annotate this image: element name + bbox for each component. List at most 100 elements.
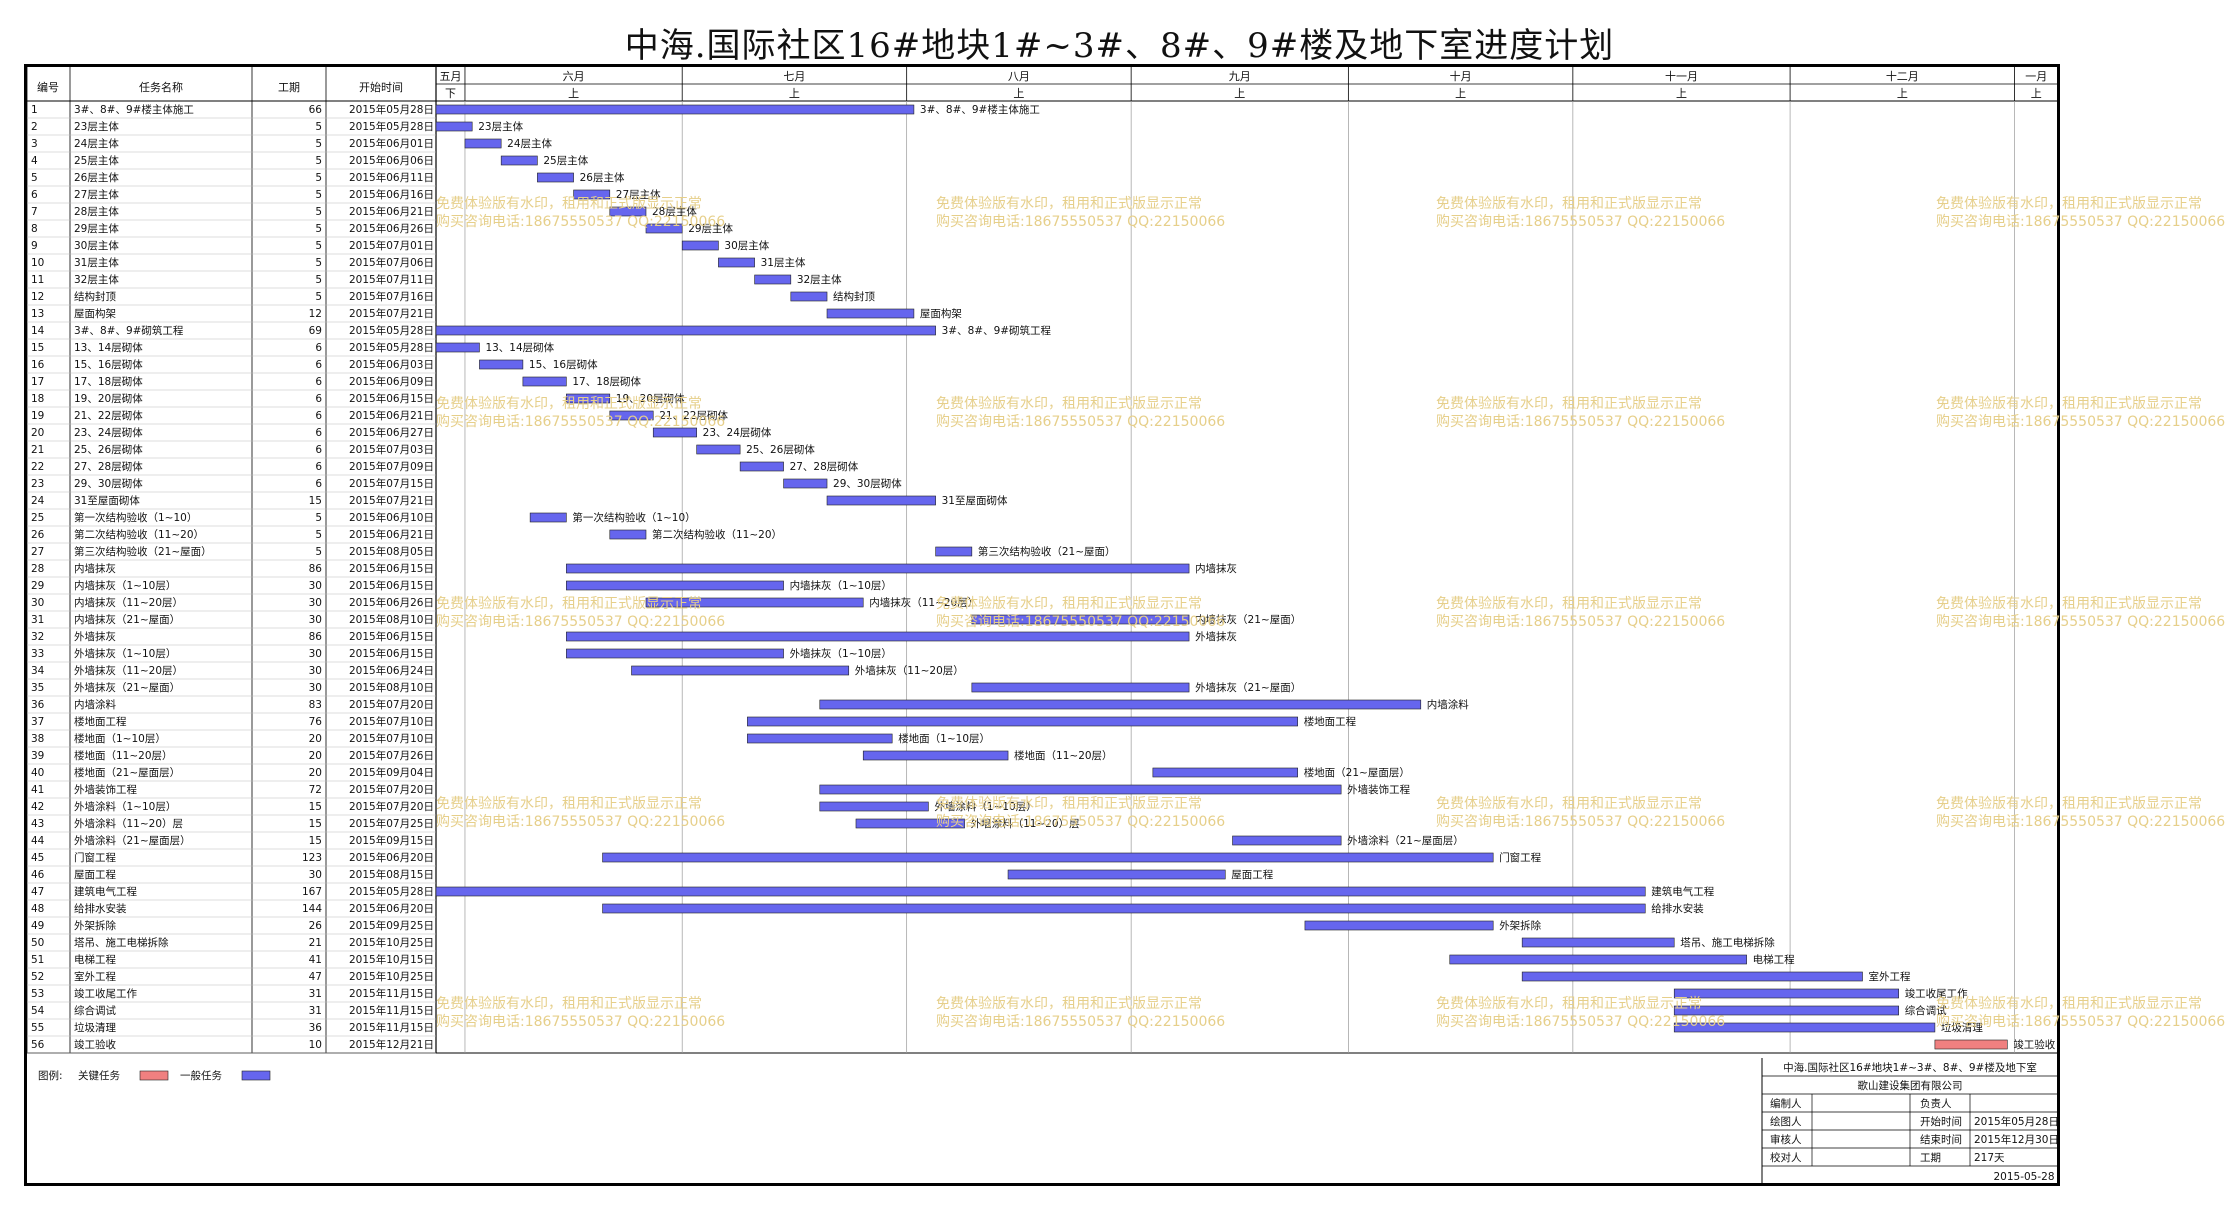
task-bar bbox=[529, 512, 567, 523]
task-bar-label: 26层主体 bbox=[580, 172, 625, 184]
task-duration: 12 bbox=[309, 308, 322, 320]
task-name: 外墙抹灰（11~20层） bbox=[74, 664, 183, 677]
task-duration: 5 bbox=[315, 512, 322, 524]
task-start: 2015年06月10日 bbox=[349, 511, 434, 524]
task-name: 21、22层砌体 bbox=[74, 410, 143, 422]
task-name: 外墙涂料（1~10层） bbox=[74, 800, 176, 813]
watermark-line: 免费体验版有水印，租用和正式版显示正常 bbox=[1936, 796, 2202, 812]
task-bar-label: 31层主体 bbox=[761, 257, 806, 269]
task-id: 24 bbox=[31, 495, 45, 507]
task-id: 48 bbox=[31, 903, 44, 915]
task-id: 26 bbox=[31, 529, 45, 541]
task-bar bbox=[631, 665, 850, 676]
task-duration: 5 bbox=[315, 138, 322, 150]
task-bar bbox=[1449, 954, 1747, 965]
task-duration: 20 bbox=[309, 750, 322, 762]
task-bar-label: 竣工收尾工作 bbox=[1905, 987, 1968, 1000]
task-bar-label: 27、28层砌体 bbox=[790, 461, 859, 473]
watermark-line: 免费体验版有水印，租用和正式版显示正常 bbox=[936, 796, 1202, 812]
task-start: 2015年08月05日 bbox=[349, 545, 434, 558]
legend-critical-label: 关键任务 bbox=[78, 1069, 120, 1082]
task-name: 门窗工程 bbox=[74, 851, 116, 864]
task-duration: 15 bbox=[309, 818, 322, 830]
task-name: 内墙涂料 bbox=[74, 698, 116, 711]
watermark-line: 购买咨询电话:18675550537 QQ:22150066 bbox=[1436, 614, 1725, 630]
task-start: 2015年07月20日 bbox=[349, 800, 434, 813]
task-bar bbox=[718, 257, 755, 268]
task-bar bbox=[645, 223, 683, 234]
period-label: 上 bbox=[2031, 87, 2042, 100]
task-duration: 5 bbox=[315, 291, 322, 303]
task-name: 建筑电气工程 bbox=[74, 885, 137, 898]
watermark-line: 免费体验版有水印，租用和正式版显示正常 bbox=[936, 996, 1202, 1012]
month-label: 九月 bbox=[1229, 70, 1251, 83]
task-name: 第一次结构验收（1~10） bbox=[74, 511, 197, 524]
task-bar bbox=[609, 206, 647, 217]
task-name: 楼地面（11~20层） bbox=[74, 749, 173, 762]
task-bar bbox=[1673, 988, 1899, 999]
task-bar bbox=[435, 325, 936, 336]
task-bar-label: 给排水安装 bbox=[1651, 902, 1704, 915]
info-field-value: 2015年12月30日 bbox=[1974, 1133, 2059, 1146]
legend-critical-swatch bbox=[139, 1070, 169, 1081]
task-bar-label: 内墙抹灰（21~屋面） bbox=[1195, 613, 1301, 626]
task-name: 竣工收尾工作 bbox=[74, 987, 137, 1000]
task-start: 2015年06月09日 bbox=[349, 375, 434, 388]
task-duration: 167 bbox=[302, 886, 322, 898]
legend-label: 图例: bbox=[38, 1069, 63, 1082]
task-name: 15、16层砌体 bbox=[74, 359, 143, 371]
task-duration: 30 bbox=[309, 597, 322, 609]
period-label: 上 bbox=[1455, 87, 1466, 100]
task-id: 38 bbox=[31, 733, 44, 745]
task-start: 2015年06月15日 bbox=[349, 562, 434, 575]
task-duration: 31 bbox=[309, 988, 322, 1000]
info-field-label: 审核人 bbox=[1770, 1133, 1802, 1146]
month-label: 十月 bbox=[1450, 69, 1472, 83]
watermark-line: 免费体验版有水印，租用和正式版显示正常 bbox=[1936, 196, 2202, 212]
col-header-duration: 工期 bbox=[278, 81, 300, 94]
legend-normal-swatch bbox=[241, 1070, 271, 1081]
task-bar-label: 19、20层砌体 bbox=[616, 393, 685, 405]
task-name: 29层主体 bbox=[74, 223, 119, 235]
task-name: 楼地面（1~10层） bbox=[74, 732, 166, 745]
task-name: 外架拆除 bbox=[74, 919, 116, 932]
task-duration: 6 bbox=[315, 478, 322, 490]
task-duration: 66 bbox=[309, 104, 323, 116]
watermark-line: 免费体验版有水印，租用和正式版显示正常 bbox=[436, 596, 702, 612]
task-bar bbox=[435, 121, 473, 132]
task-bar bbox=[681, 240, 719, 251]
watermark-line: 购买咨询电话:18675550537 QQ:22150066 bbox=[936, 614, 1225, 630]
task-start: 2015年11月15日 bbox=[349, 987, 434, 1000]
task-duration: 15 bbox=[309, 801, 322, 813]
task-name: 25层主体 bbox=[74, 155, 119, 167]
task-id: 39 bbox=[31, 750, 44, 762]
task-id: 37 bbox=[31, 716, 44, 728]
task-start: 2015年07月09日 bbox=[349, 460, 434, 473]
task-id: 8 bbox=[31, 223, 38, 235]
task-id: 49 bbox=[31, 920, 44, 932]
task-name: 楼地面（21~屋面层） bbox=[74, 766, 180, 779]
task-duration: 15 bbox=[309, 835, 322, 847]
task-bar-label: 外墙装饰工程 bbox=[1347, 783, 1410, 796]
task-bar bbox=[566, 563, 1190, 574]
task-id: 7 bbox=[31, 206, 38, 218]
task-start: 2015年09月04日 bbox=[349, 766, 434, 779]
task-id: 21 bbox=[31, 444, 44, 456]
watermark-line: 购买咨询电话:18675550537 QQ:22150066 bbox=[436, 614, 725, 630]
task-name: 内墙抹灰 bbox=[74, 562, 116, 575]
task-id: 1 bbox=[31, 104, 38, 116]
task-duration: 5 bbox=[315, 546, 322, 558]
col-header-name: 任务名称 bbox=[139, 80, 183, 94]
period-label: 上 bbox=[789, 87, 800, 100]
task-bar-label: 外墙涂料（1~10层） bbox=[934, 800, 1036, 813]
task-name: 17、18层砌体 bbox=[74, 376, 143, 388]
task-name: 3#、8#、9#楼主体施工 bbox=[74, 103, 194, 116]
task-bar bbox=[479, 359, 524, 370]
task-start: 2015年06月26日 bbox=[349, 222, 434, 235]
task-id: 31 bbox=[31, 614, 44, 626]
task-bar bbox=[971, 682, 1190, 693]
task-bar-label: 外架拆除 bbox=[1499, 919, 1541, 932]
task-id: 55 bbox=[31, 1022, 44, 1034]
task-bar bbox=[790, 291, 828, 302]
task-start: 2015年06月20日 bbox=[349, 851, 434, 864]
